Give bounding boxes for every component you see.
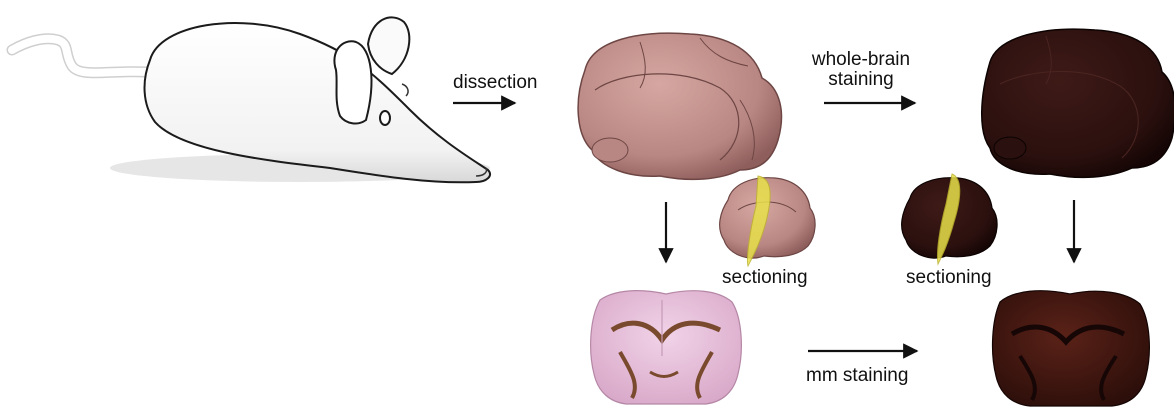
brain-stained-whole	[982, 29, 1174, 177]
section-stained	[993, 291, 1150, 406]
brain-unstained-whole	[578, 33, 781, 179]
label-dissection: dissection	[453, 73, 538, 93]
section-unstained	[591, 291, 742, 404]
label-whole-brain-staining: whole-brain staining	[806, 50, 916, 90]
label-whole-brain-line2: staining	[806, 70, 916, 90]
label-sectioning-right: sectioning	[906, 268, 992, 288]
label-mm-staining: mm staining	[806, 366, 908, 386]
label-whole-brain-line1: whole-brain	[806, 50, 916, 70]
label-sectioning-left: sectioning	[722, 268, 808, 288]
brain-unstained-sectioning	[720, 176, 815, 266]
mouse-illustration	[12, 17, 490, 182]
brain-stained-sectioning	[902, 174, 997, 264]
